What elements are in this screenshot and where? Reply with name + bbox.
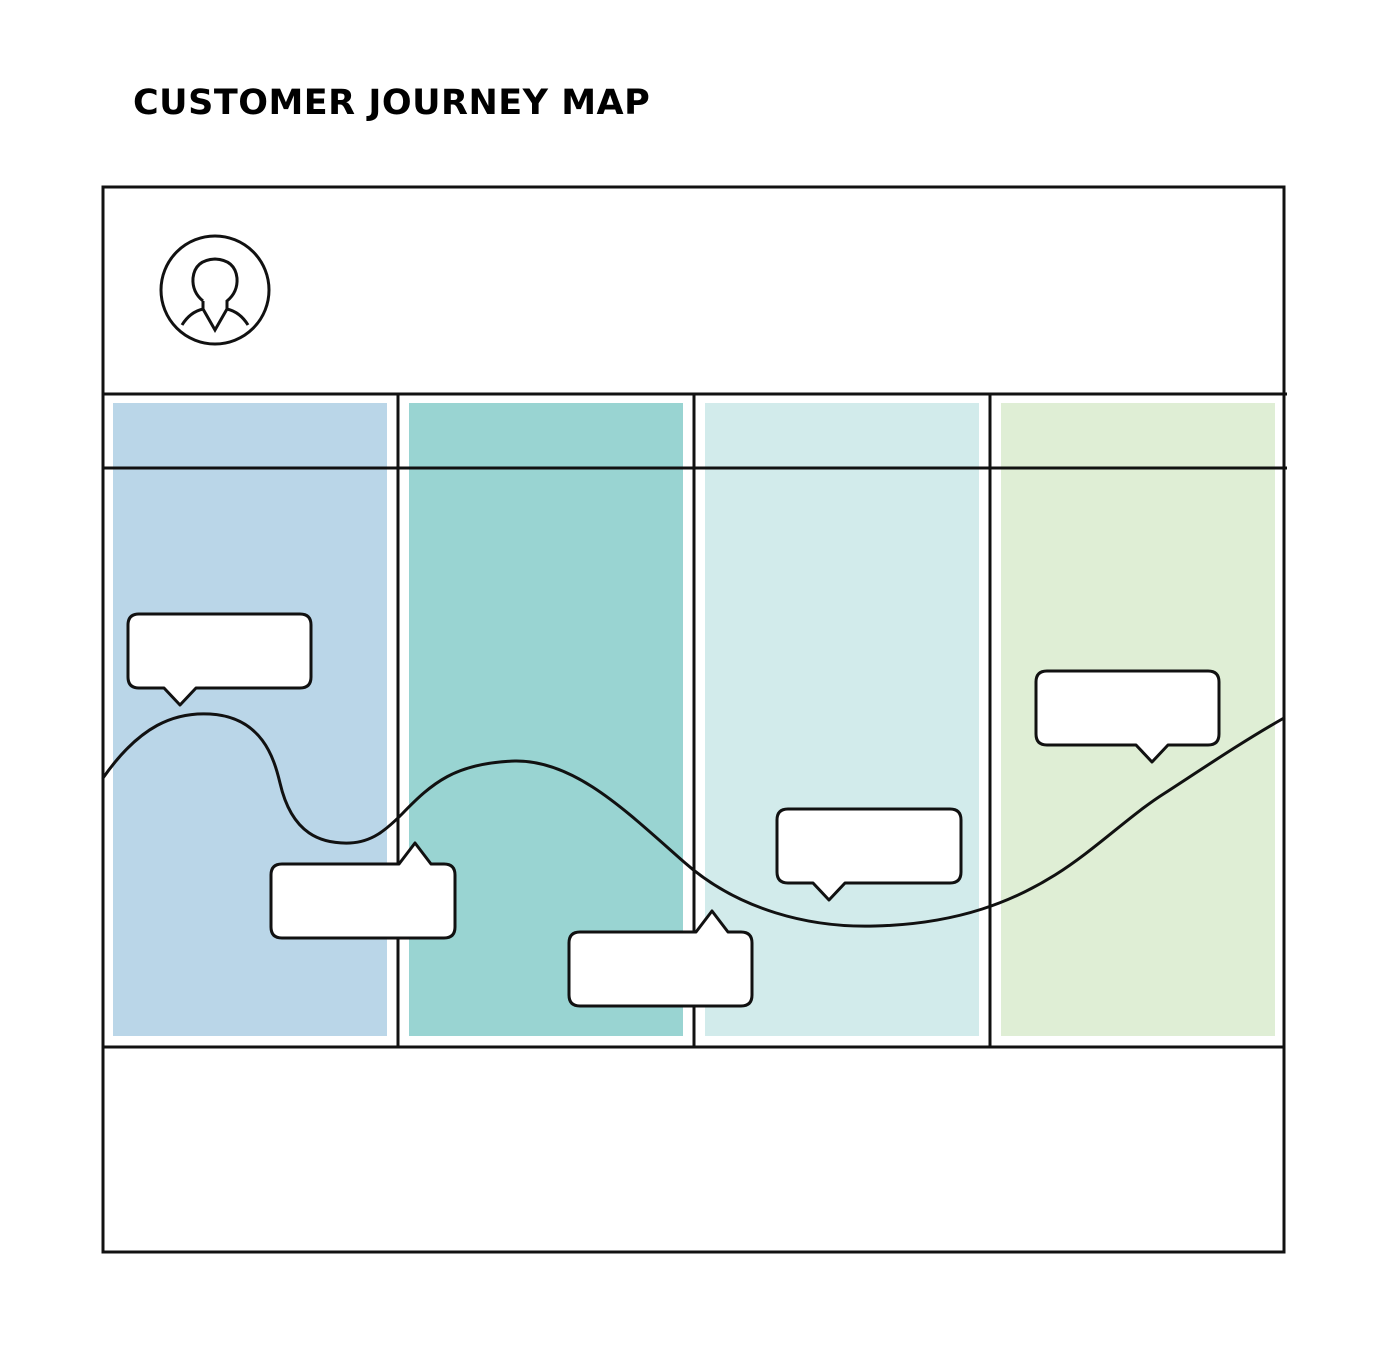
page-title: CUSTOMER JOURNEY MAP xyxy=(133,83,651,123)
callout-2 xyxy=(269,841,457,940)
callout-1 xyxy=(126,612,313,707)
callout-4 xyxy=(775,807,963,902)
callout-5 xyxy=(1034,669,1221,764)
stage-column-3 xyxy=(705,403,979,1036)
emotion-curve xyxy=(101,712,1286,928)
stage-column-1 xyxy=(113,403,387,1036)
user-avatar-icon xyxy=(159,234,271,346)
callout-3 xyxy=(567,909,754,1008)
